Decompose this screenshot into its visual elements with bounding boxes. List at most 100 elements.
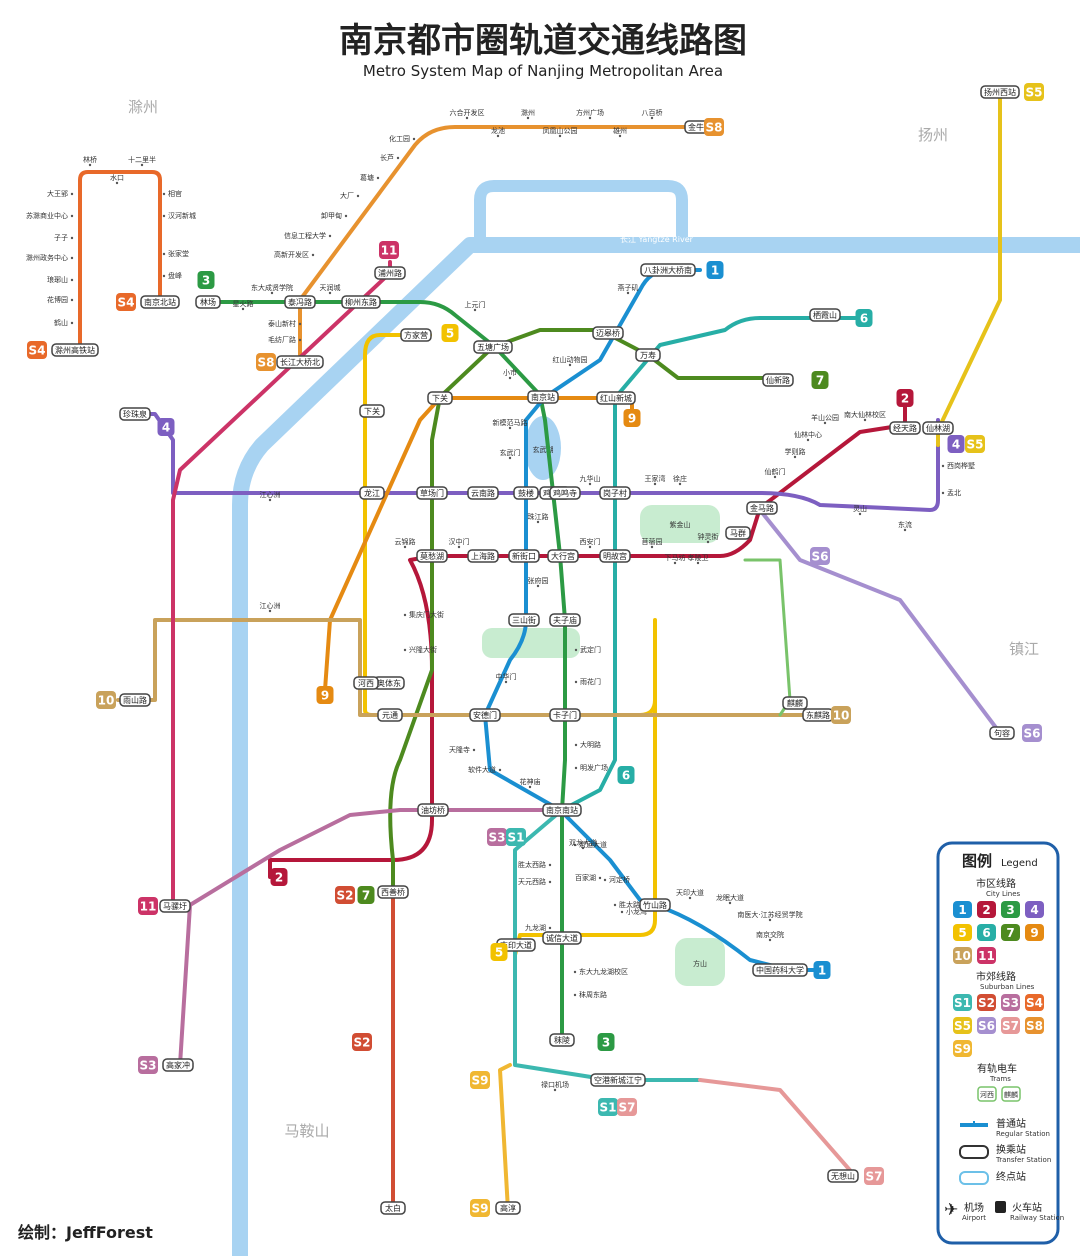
- station-l7-wanshou[interactable]: 万寿: [636, 349, 660, 361]
- station-l4-mengbei[interactable]: 孟北: [942, 488, 961, 497]
- station-l3-tianyuan[interactable]: 天元西路: [518, 877, 551, 886]
- station-s8-chang[interactable]: 长芦: [380, 153, 399, 162]
- badge-s5[interactable]: S5: [965, 435, 985, 453]
- station-s4-shierli[interactable]: 十二里半: [128, 155, 156, 166]
- station-l2-xuezelu[interactable]: 学则路: [785, 447, 806, 458]
- station-l1-tianlongsi[interactable]: 天隆寺: [449, 745, 475, 754]
- station-l3-wutang[interactable]: 五塘广场: [474, 341, 512, 353]
- station-s4-south[interactable]: 南京北站: [141, 296, 179, 308]
- station-l3-end[interactable]: 秣陵: [550, 1034, 574, 1046]
- station-l4-dongliu[interactable]: 东流: [898, 520, 912, 531]
- badge-s3[interactable]: S3: [138, 1056, 158, 1074]
- station-l1-xinjiekou[interactable]: 新街口: [509, 550, 539, 562]
- station-s4-chuzhou-gov[interactable]: 滁州政务中心: [26, 253, 73, 262]
- station-l1-baijiahu[interactable]: 百家湖: [575, 873, 601, 882]
- station-l2-youfangqiao[interactable]: 油坊桥: [418, 804, 448, 816]
- badge-s4[interactable]: S4: [116, 293, 136, 311]
- station-l3-xiaoshi[interactable]: 小市: [503, 368, 517, 379]
- station-l4-caochangmen[interactable]: 草场门: [417, 487, 447, 499]
- station-l5-fangjiaying[interactable]: 方家营: [401, 329, 431, 341]
- station-l3-taifeng[interactable]: 泰冯路: [285, 296, 315, 308]
- station-s1-airport[interactable]: 禄口机场: [541, 1080, 569, 1091]
- badge-l11[interactable]: 11: [138, 897, 158, 915]
- station-l1-yanzijie[interactable]: 燕子矶: [618, 283, 639, 294]
- station-s2-end[interactable]: 太白: [381, 1202, 405, 1214]
- station-l9-hongshan[interactable]: 红山新城: [597, 392, 635, 404]
- station-l3-dongda2[interactable]: 东大九龙湖校区: [574, 967, 628, 976]
- station-l3-linchang[interactable]: 林场: [196, 296, 220, 308]
- badge-l2[interactable]: 2: [897, 389, 914, 407]
- station-s8-gaoxin[interactable]: 高新开发区: [274, 250, 314, 259]
- station-l2-jinmalu[interactable]: 金马路: [747, 502, 777, 514]
- badge-l1[interactable]: 1: [814, 961, 831, 979]
- station-l2-xianmen[interactable]: 西安门: [580, 537, 601, 548]
- station-l1-baguazhou[interactable]: 八卦洲大桥南: [641, 264, 695, 276]
- station-l1-maigaoqiao[interactable]: 迈皋桥: [593, 327, 623, 339]
- station-s4-dawang[interactable]: 大王郢: [47, 189, 73, 198]
- badge-s9[interactable]: S9: [470, 1199, 490, 1217]
- station-l2-daxinggong[interactable]: 大行宫: [548, 550, 578, 562]
- station-s8-maoge[interactable]: 毛纺厂路: [268, 335, 301, 344]
- badge-s2[interactable]: S2: [335, 886, 355, 904]
- station-s4-hanhe[interactable]: 汉河新城: [163, 211, 196, 220]
- badge-l6[interactable]: 6: [856, 309, 873, 327]
- badge-s1[interactable]: S1: [506, 828, 526, 846]
- station-s4-xianggong[interactable]: 相官: [163, 189, 182, 198]
- station-s8-fenghuang[interactable]: 凤凰山公园: [543, 126, 578, 137]
- station-l2-xiaolingwei[interactable]: 孝陵卫: [688, 553, 709, 564]
- station-s8-dachang[interactable]: 大厂: [340, 191, 359, 200]
- station-s8-xinxi[interactable]: 信息工程大学: [284, 231, 331, 240]
- station-l2-yunjinlu[interactable]: 云锦路: [395, 537, 416, 548]
- station-l1-tianyin[interactable]: 天印大道: [676, 888, 704, 899]
- station-l3-mingfa[interactable]: 明发广场: [575, 763, 608, 772]
- badge-l9[interactable]: 9: [317, 686, 334, 704]
- station-s6-end[interactable]: 句容: [990, 727, 1014, 739]
- badge-s4[interactable]: S4: [27, 341, 47, 359]
- station-l3-dongda[interactable]: 东大成贤学院: [251, 283, 293, 294]
- badge-s3[interactable]: S3: [487, 828, 507, 846]
- station-l2-yuantong[interactable]: 元通: [378, 709, 402, 721]
- badge-l5[interactable]: 5: [442, 324, 459, 342]
- station-l2-yangshanhu[interactable]: 羊山公园: [811, 413, 839, 424]
- station-l2-maqun[interactable]: 马群: [726, 527, 750, 539]
- badge-s1[interactable]: S1: [598, 1098, 618, 1116]
- station-l1-xuanwumen[interactable]: 玄武门: [500, 448, 521, 459]
- station-l6-qixiashan[interactable]: 栖霞山: [810, 309, 840, 321]
- station-s8-longchi[interactable]: 龙池: [491, 126, 505, 137]
- station-s1-kongjing[interactable]: 空港新城江宁: [591, 1074, 645, 1086]
- badge-l4[interactable]: 4: [948, 435, 965, 453]
- station-l3-jiulong[interactable]: 九龙湖: [525, 923, 551, 932]
- station-l4-jiangxin[interactable]: 江心洲: [260, 491, 281, 501]
- station-s4-sumao[interactable]: 苏滁商业中心: [26, 211, 73, 220]
- station-l1-andemen[interactable]: 安德门: [470, 709, 500, 721]
- station-l2-nanda[interactable]: 南大仙林校区: [844, 410, 886, 421]
- station-l2-shanghailu[interactable]: 上海路: [468, 550, 498, 562]
- station-l7-xianxinlu[interactable]: 仙新路: [763, 374, 793, 386]
- station-s4-huabo[interactable]: 花博园: [47, 295, 73, 304]
- station-s8-fangzhou[interactable]: 方州广场: [576, 108, 604, 119]
- station-l1-end[interactable]: 中国药科大学: [753, 964, 807, 976]
- badge-l7[interactable]: 7: [812, 371, 829, 389]
- badge-l7[interactable]: 7: [358, 886, 375, 904]
- badge-s6[interactable]: S6: [1022, 724, 1042, 742]
- station-l1-gulou[interactable]: 鼓楼: [514, 487, 538, 499]
- badge-s7[interactable]: S7: [864, 1167, 884, 1185]
- station-l7-xishanqiao[interactable]: 西善桥: [378, 886, 408, 898]
- badge-s7[interactable]: S7: [617, 1098, 637, 1116]
- station-l1-longmian[interactable]: 龙眠大道: [716, 893, 744, 904]
- station-l2-jiqingmen[interactable]: 集庆门大街: [404, 610, 444, 619]
- station-l4-yunnanlu[interactable]: 云南路: [468, 487, 498, 499]
- station-l3-chengxin[interactable]: 诚信大道: [543, 932, 581, 944]
- station-l10-end-e[interactable]: 东麒路: [803, 709, 833, 721]
- badge-l1[interactable]: 1: [707, 261, 724, 279]
- station-l9-shenglu[interactable]: 下关: [428, 392, 452, 404]
- station-l1-zhangfuyuan[interactable]: 张府园: [528, 576, 549, 587]
- station-s8-chizhou[interactable]: 滁州: [521, 108, 535, 119]
- station-s8-liuhe[interactable]: 六合开发区: [450, 108, 485, 119]
- station-l1-xinmofan[interactable]: 新模范马路: [493, 418, 528, 429]
- station-s4-shuikou[interactable]: 水口: [110, 173, 124, 184]
- station-l1-hexi[interactable]: 河定桥: [604, 875, 630, 884]
- badge-s9[interactable]: S9: [470, 1071, 490, 1089]
- station-s8-taishan[interactable]: 泰山新村: [268, 319, 301, 328]
- station-l4-end[interactable]: 仙林湖: [923, 422, 953, 434]
